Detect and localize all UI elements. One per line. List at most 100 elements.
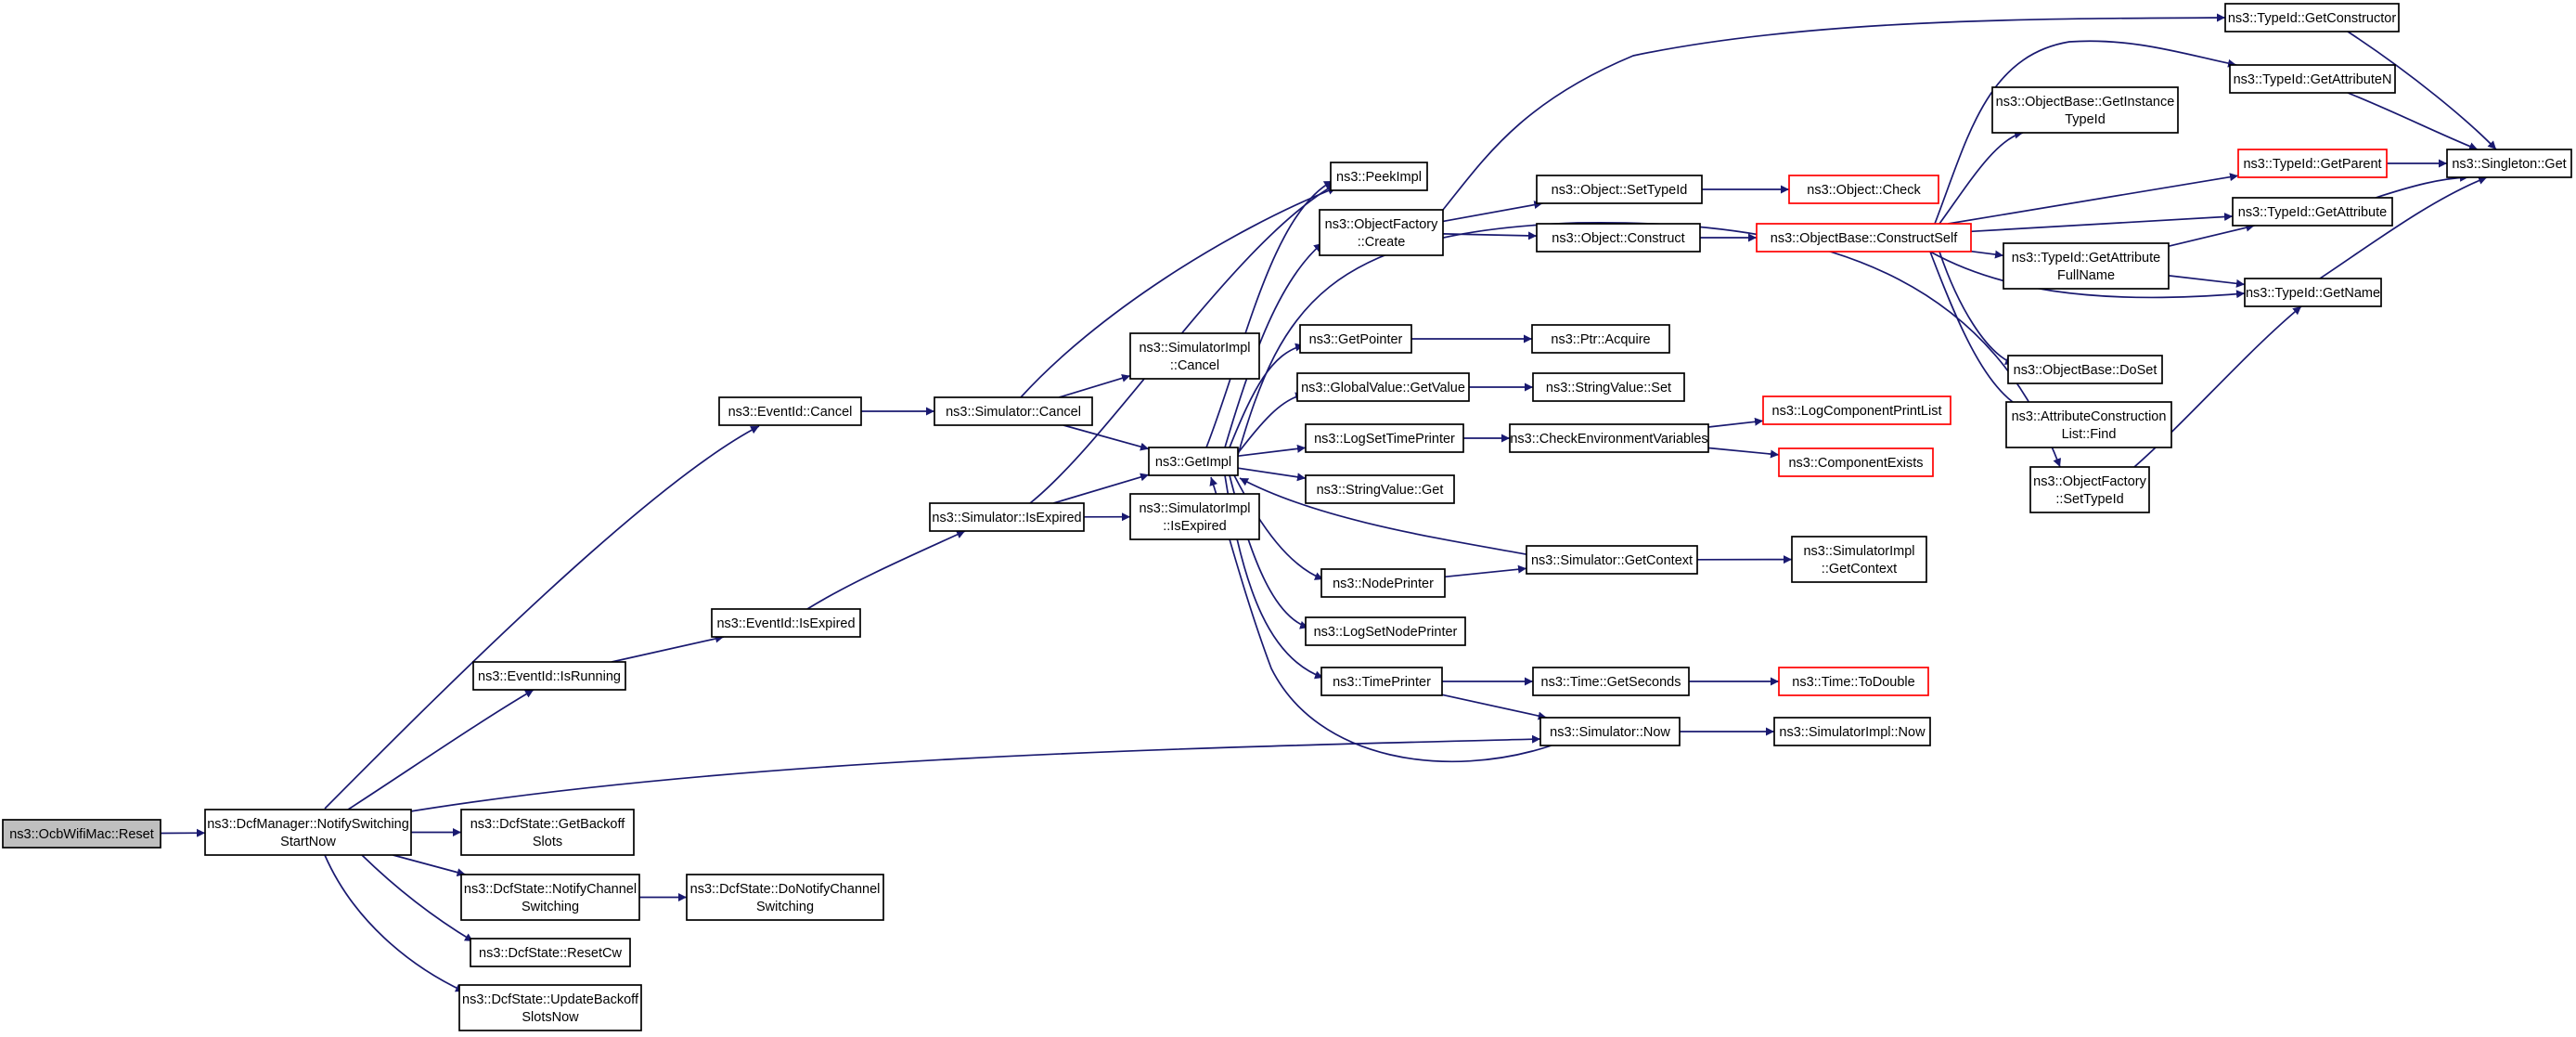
node-box: [458, 984, 642, 1031]
node-gvgetvalue[interactable]: ns3::GlobalValue::GetValue: [1296, 372, 1470, 402]
node-ofcreate[interactable]: ns3::ObjectFactory::Create: [1319, 209, 1444, 256]
node-isrunning[interactable]: ns3::EventId::IsRunning: [472, 661, 626, 691]
node-label: ns3::TimePrinter: [1333, 675, 1431, 690]
edge-ofcreate-to-settypeid: [1442, 201, 1543, 223]
node-label: ::IsExpired: [1163, 519, 1227, 534]
edge-nodeprinter-to-getcontext: [1444, 564, 1527, 578]
node-label: List::Find: [2062, 427, 2117, 442]
node-box: [470, 938, 631, 967]
node-box: [204, 809, 412, 856]
node-getimpl[interactable]: ns3::GetImpl: [1148, 447, 1239, 476]
node-label: ::SetTypeId: [2055, 492, 2123, 507]
node-getattribute[interactable]: ns3::TypeId::GetAttribute: [2232, 197, 2393, 227]
node-box: [2029, 466, 2150, 513]
node-box: [1536, 175, 1703, 204]
node-strget[interactable]: ns3::StringValue::Get: [1305, 474, 1455, 504]
node-label: ns3::TypeId::GetAttribute: [2012, 251, 2160, 266]
node-simexpired[interactable]: ns3::Simulator::IsExpired: [929, 502, 1085, 532]
node-box: [1148, 447, 1239, 476]
node-box: [1305, 474, 1455, 504]
node-nodeprinter[interactable]: ns3::NodePrinter: [1320, 568, 1446, 598]
node-getattrn[interactable]: ns3::TypeId::GetAttributeN: [2229, 64, 2396, 94]
node-reset[interactable]: ns3::OcbWifiMac::Reset: [2, 819, 161, 849]
node-box: [1539, 717, 1681, 746]
node-box: [2005, 401, 2172, 448]
node-box: [711, 608, 861, 638]
node-box: [1320, 667, 1443, 696]
edge-isrunning-to-evexpired: [611, 634, 725, 663]
node-label: ns3::Object::SetTypeId: [1552, 183, 1688, 198]
node-objcheck[interactable]: ns3::Object::Check: [1788, 175, 1939, 204]
node-box: [1526, 545, 1698, 575]
node-box: [1129, 493, 1260, 540]
node-settypeid[interactable]: ns3::Object::SetTypeId: [1536, 175, 1703, 204]
node-getpointer[interactable]: ns3::GetPointer: [1299, 324, 1412, 354]
node-logtime[interactable]: ns3::LogSetTimePrinter: [1305, 423, 1464, 453]
node-constructself[interactable]: ns3::ObjectBase::ConstructSelf: [1756, 223, 1972, 253]
node-todouble[interactable]: ns3::Time::ToDouble: [1778, 667, 1929, 696]
edge-ofcreate-to-getconstructor: [1442, 13, 2226, 211]
node-checkenv[interactable]: ns3::CheckEnvironmentVariables: [1509, 423, 1709, 453]
node-doset[interactable]: ns3::ObjectBase::DoSet: [2007, 355, 2163, 384]
edge-notify-to-simnow: [398, 734, 1541, 814]
node-label: ns3::Simulator::GetContext: [1531, 553, 1693, 568]
node-label: ns3::ObjectBase::DoSet: [2014, 363, 2157, 378]
node-label: ns3::DcfManager::NotifySwitching: [207, 817, 409, 832]
node-box: [1773, 717, 1931, 746]
node-lognode[interactable]: ns3::LogSetNodePrinter: [1305, 616, 1466, 646]
node-compexists[interactable]: ns3::ComponentExists: [1778, 447, 1934, 477]
node-ofsettypeid[interactable]: ns3::ObjectFactory::SetTypeId: [2029, 466, 2150, 513]
node-box: [1129, 332, 1260, 380]
node-box: [1330, 162, 1428, 191]
node-resetcw[interactable]: ns3::DcfState::ResetCw: [470, 938, 631, 967]
node-getseconds[interactable]: ns3::Time::GetSeconds: [1532, 667, 1690, 696]
node-box: [1296, 372, 1470, 402]
node-construct[interactable]: ns3::Object::Construct: [1536, 223, 1701, 253]
node-timeprinter[interactable]: ns3::TimePrinter: [1320, 667, 1443, 696]
node-implcancel[interactable]: ns3::SimulatorImpl::Cancel: [1129, 332, 1260, 380]
node-implnow[interactable]: ns3::SimulatorImpl::Now: [1773, 717, 1931, 746]
node-box: [2229, 64, 2396, 94]
node-label: ns3::SimulatorImpl: [1139, 501, 1250, 516]
node-implgetcontext[interactable]: ns3::SimulatorImpl::GetContext: [1791, 536, 1927, 583]
edge-timeprinter-to-simnow: [1441, 693, 1547, 720]
node-box: [1778, 667, 1929, 696]
node-evexpired[interactable]: ns3::EventId::IsExpired: [711, 608, 861, 638]
node-singleton[interactable]: ns3::Singleton::Get: [2446, 149, 2572, 178]
node-label: ns3::TypeId::GetAttributeN: [2234, 72, 2392, 87]
node-getcontext[interactable]: ns3::Simulator::GetContext: [1526, 545, 1698, 575]
node-label: ns3::EventId::Cancel: [728, 405, 853, 420]
edge-getattrfull-to-getattribute: [2168, 223, 2255, 248]
node-label: ns3::TypeId::GetConstructor: [2228, 11, 2397, 26]
node-ptracquire[interactable]: ns3::Ptr::Acquire: [1531, 324, 1670, 354]
edge-constructself-to-getattrfull: [1970, 250, 2004, 259]
node-getname[interactable]: ns3::TypeId::GetName: [2244, 278, 2382, 307]
node-box: [1319, 209, 1444, 256]
node-peekimpl[interactable]: ns3::PeekImpl: [1330, 162, 1428, 191]
node-getparent[interactable]: ns3::TypeId::GetParent: [2237, 149, 2388, 178]
node-simnow[interactable]: ns3::Simulator::Now: [1539, 717, 1681, 746]
node-label: ns3::TypeId::GetParent: [2243, 157, 2381, 172]
node-label: ns3::GetImpl: [1155, 455, 1231, 470]
node-box: [2232, 197, 2393, 227]
node-simcancel[interactable]: ns3::Simulator::Cancel: [934, 396, 1093, 426]
node-getconstructor[interactable]: ns3::TypeId::GetConstructor: [2224, 3, 2400, 32]
node-box: [2007, 355, 2163, 384]
node-logcompprint[interactable]: ns3::LogComponentPrintList: [1762, 395, 1951, 425]
edge-evexpired-to-simexpired: [806, 530, 966, 610]
node-evcancel[interactable]: ns3::EventId::Cancel: [718, 396, 862, 426]
node-implexpired[interactable]: ns3::SimulatorImpl::IsExpired: [1129, 493, 1260, 540]
edge-getimpl-to-ofcreate: [1224, 242, 1323, 448]
edge-getimpl-to-ofsettypeid: [1237, 221, 2061, 468]
edge-getconstructor-to-singleton: [2347, 31, 2497, 150]
node-label: ns3::Simulator::Now: [1550, 725, 1670, 740]
node-strset[interactable]: ns3::StringValue::Set: [1532, 372, 1685, 402]
